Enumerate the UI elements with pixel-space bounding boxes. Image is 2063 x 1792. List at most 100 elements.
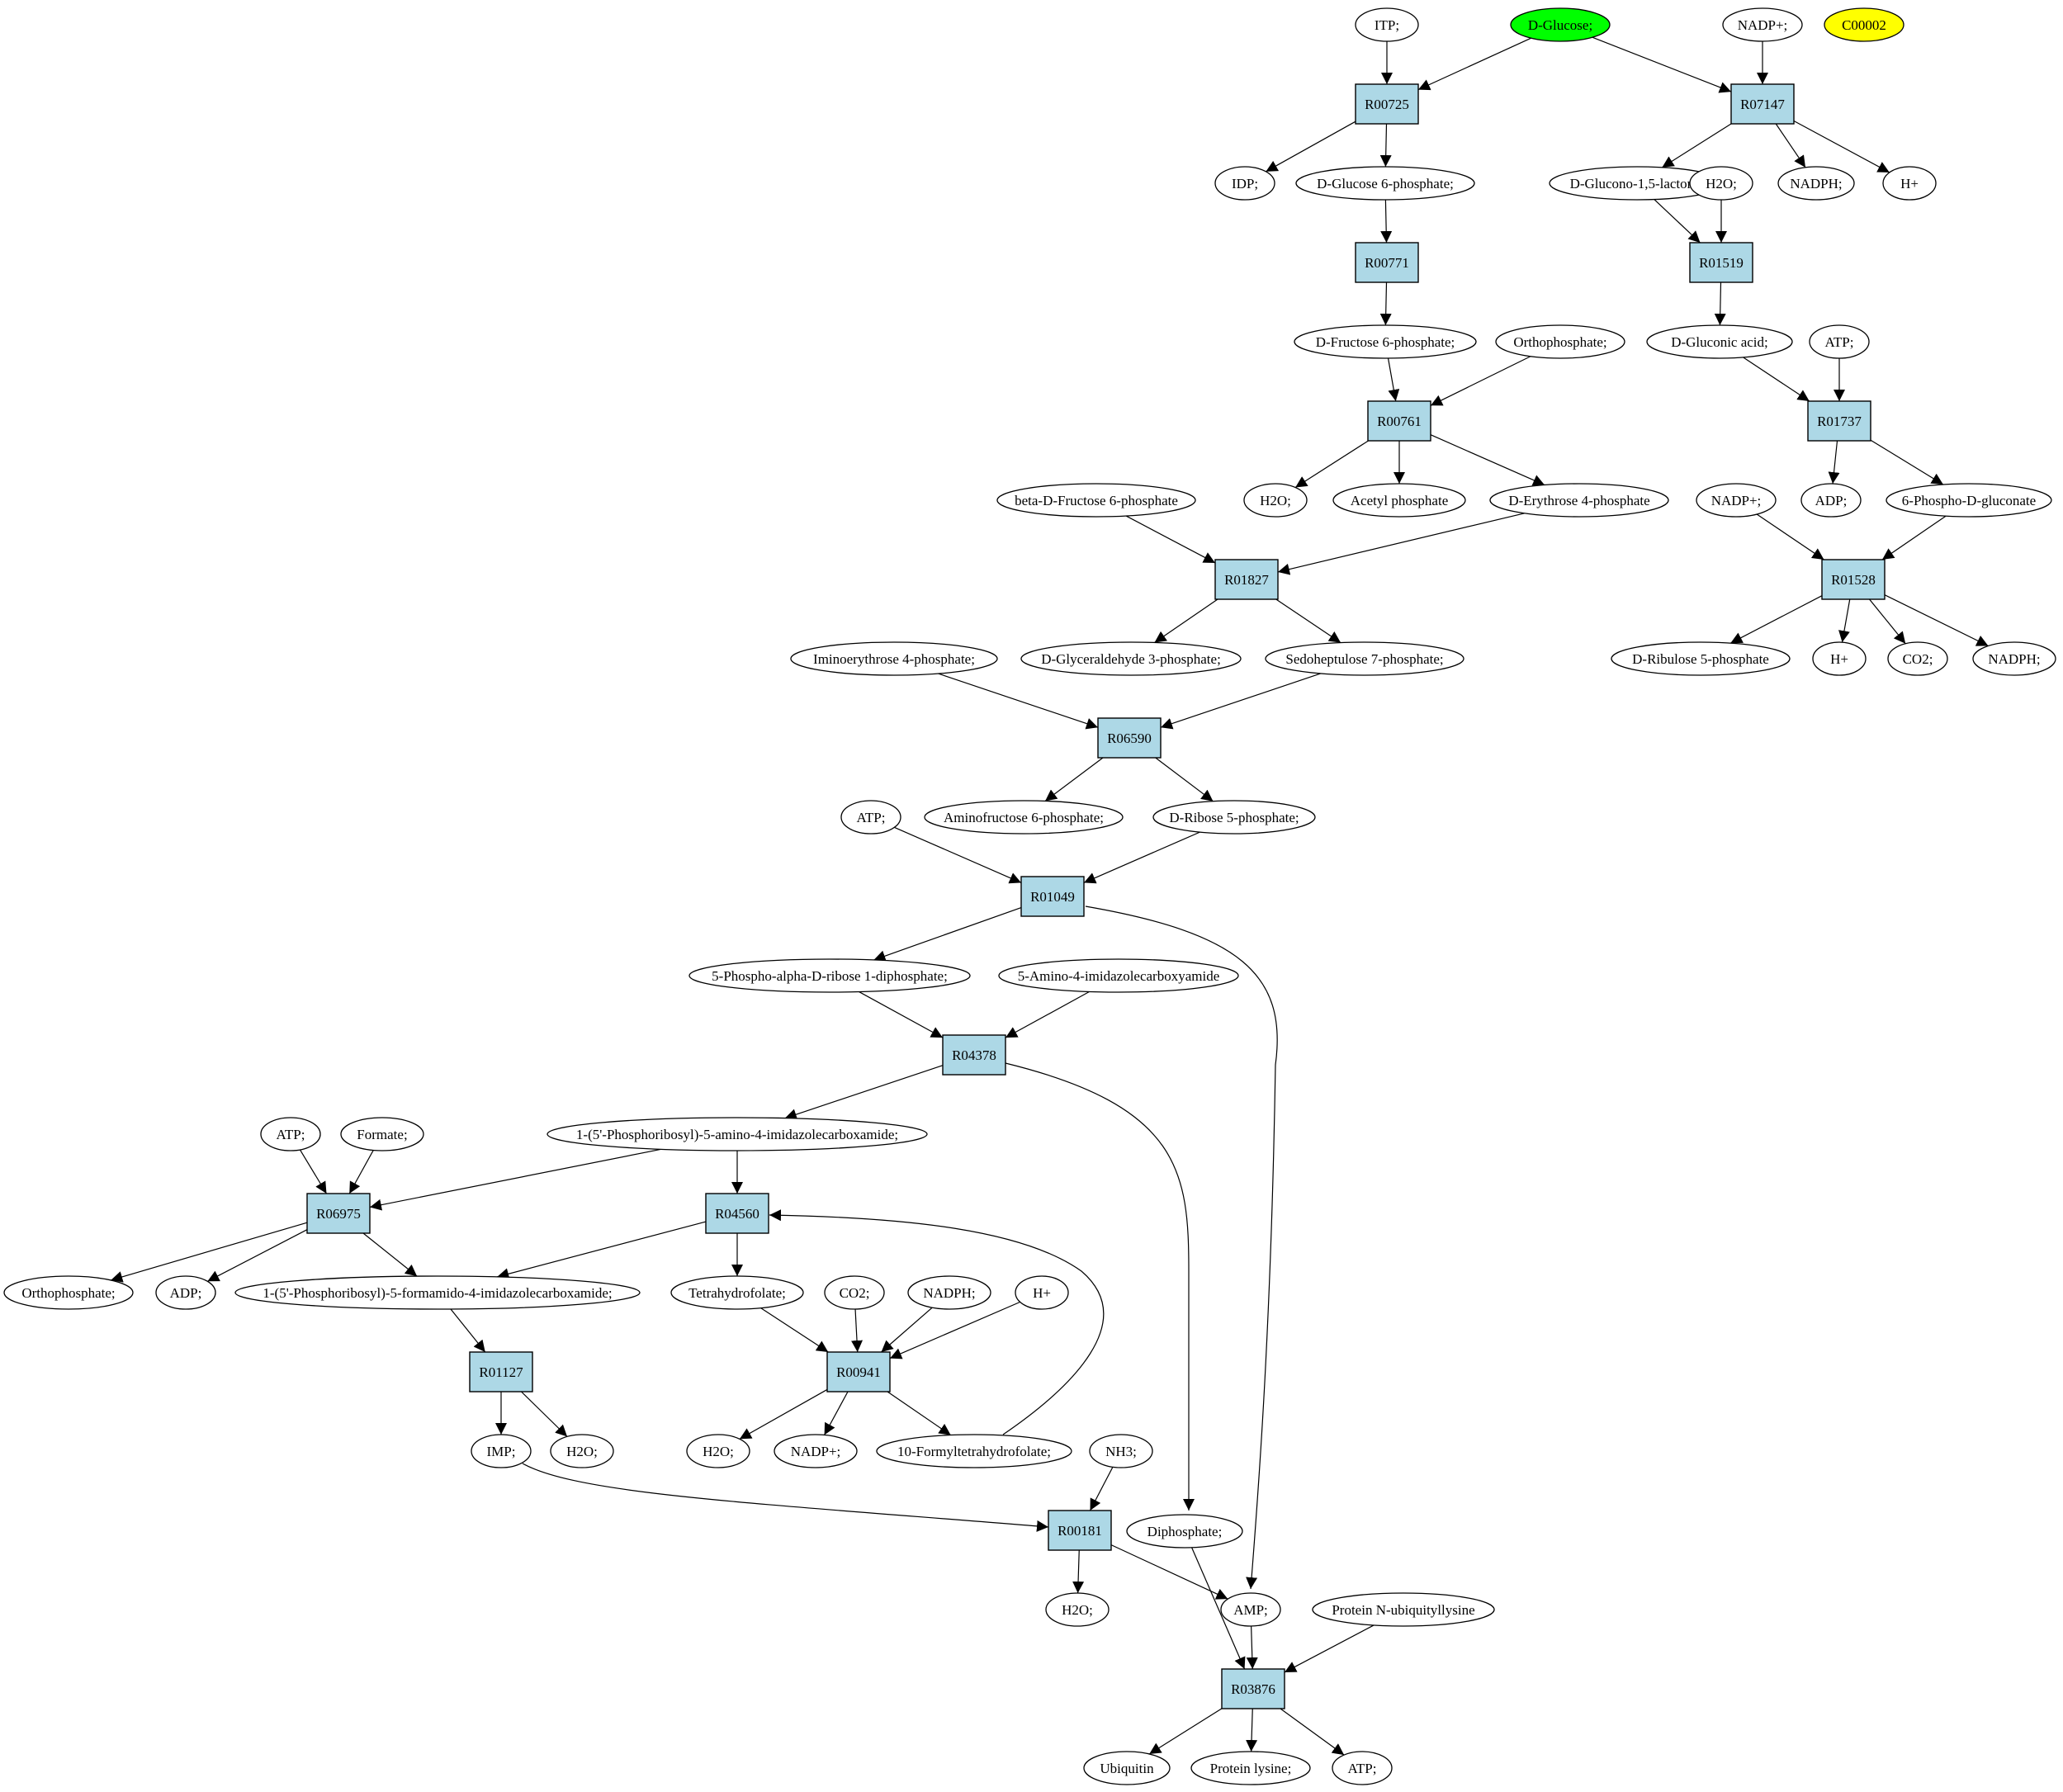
compound-label: Orthophosphate;	[21, 1285, 115, 1301]
compound-node-nadp-r941[interactable]: NADP+;	[774, 1434, 858, 1468]
compound-node-nadph-r1528[interactable]: NADPH;	[1972, 641, 2056, 676]
compound-node-faicar[interactable]: 1-(5'-Phosphoribosyl)-5-formamido-4-imid…	[234, 1275, 641, 1310]
compound-node-atp-bottom[interactable]: ATP;	[1332, 1751, 1393, 1785]
compound-node-formate[interactable]: Formate;	[340, 1117, 424, 1151]
reaction-label: R07147	[1740, 97, 1785, 112]
edge-R01528-nadph_r1528	[1884, 594, 1989, 647]
compound-node-formylthf[interactable]: 10-Formyltetrahydrofolate;	[876, 1434, 1072, 1468]
reaction-node-r06975[interactable]: R06975	[306, 1193, 371, 1234]
compound-node-aicar[interactable]: 1-(5'-Phosphoribosyl)-5-amino-4-imidazol…	[547, 1117, 928, 1151]
edge-amp-R03876	[1246, 1625, 1258, 1670]
compound-label: Iminoerythrose 4-phosphate;	[813, 651, 975, 667]
compound-node-acetylp[interactable]: Acetyl phosphate	[1332, 483, 1466, 518]
edge-R07147-h_top	[1793, 120, 1890, 173]
compound-node-itp[interactable]: ITP;	[1355, 7, 1419, 42]
compound-node-h2o-top[interactable]: H2O;	[1689, 166, 1753, 201]
edge-R06975-adp_low	[207, 1229, 308, 1282]
compound-node-h2o-r761[interactable]: H2O;	[1243, 483, 1308, 518]
compound-node-nadph-top[interactable]: NADPH;	[1777, 166, 1855, 201]
compound-node-co2-r941[interactable]: CO2;	[824, 1275, 885, 1310]
reaction-node-r01049[interactable]: R01049	[1020, 876, 1085, 917]
reaction-node-r04378[interactable]: R04378	[942, 1034, 1006, 1076]
compound-node-imp[interactable]: IMP;	[471, 1434, 532, 1468]
reaction-node-r01519[interactable]: R01519	[1689, 242, 1753, 283]
reaction-box	[826, 1351, 891, 1392]
compound-shape	[1646, 324, 1793, 359]
compound-label: NADP+;	[1711, 493, 1762, 508]
reaction-box	[1020, 876, 1085, 917]
reaction-node-r01827[interactable]: R01827	[1214, 559, 1279, 600]
reaction-node-r00181[interactable]: R00181	[1048, 1510, 1112, 1551]
reaction-node-r07147[interactable]: R07147	[1730, 83, 1795, 125]
compound-node-co2-r1528[interactable]: CO2;	[1887, 641, 1948, 676]
edge-R06590-aminof6p	[1044, 757, 1104, 801]
reaction-node-r01127[interactable]: R01127	[469, 1351, 533, 1392]
reaction-node-r00761[interactable]: R00761	[1367, 400, 1431, 442]
reaction-node-r06590[interactable]: R06590	[1097, 717, 1162, 759]
edge-pgluconate-R01528	[1881, 515, 1947, 560]
compound-node-nadp-top[interactable]: NADP+;	[1722, 7, 1803, 42]
compound-node-beta-f6p[interactable]: beta-D-Fructose 6-phosphate	[996, 483, 1196, 518]
compound-node-h-r1528[interactable]: H+	[1812, 641, 1867, 676]
edge-layer	[111, 36, 1989, 1756]
compound-node-aica[interactable]: 5-Amino-4-imidazolecarboxyamide	[998, 958, 1239, 993]
compound-node-h2o-r181[interactable]: H2O;	[1045, 1592, 1110, 1627]
edge-R01127-h2o_r1127	[521, 1391, 568, 1437]
compound-node-aminof6p[interactable]: Aminofructose 6-phosphate;	[924, 800, 1124, 835]
compound-node-amp[interactable]: AMP;	[1220, 1592, 1281, 1627]
compound-node-ubiquitin[interactable]: Ubiquitin	[1083, 1751, 1171, 1785]
reaction-box	[306, 1193, 371, 1234]
reaction-node-r00771[interactable]: R00771	[1355, 242, 1419, 283]
compound-node-g6p[interactable]: D-Glucose 6-phosphate;	[1295, 166, 1475, 201]
edge-h_r941-R00941	[889, 1301, 1020, 1359]
reaction-node-r04560[interactable]: R04560	[705, 1193, 769, 1234]
compound-node-lysine[interactable]: Protein lysine;	[1190, 1751, 1311, 1785]
compound-node-h2o-r1127[interactable]: H2O;	[550, 1434, 614, 1468]
reaction-label: R00181	[1058, 1523, 1102, 1539]
compound-shape	[1812, 641, 1867, 676]
compound-node-c00002[interactable]: C00002	[1824, 7, 1904, 42]
compound-node-nadp-r1528[interactable]: NADP+;	[1696, 483, 1777, 518]
compound-node-s7p[interactable]: Sedoheptulose 7-phosphate;	[1265, 641, 1464, 676]
compound-node-f6p[interactable]: D-Fructose 6-phosphate;	[1294, 324, 1477, 359]
compound-node-atp-r1049[interactable]: ATP;	[840, 800, 901, 835]
compound-shape	[155, 1275, 216, 1310]
compound-node-glucose[interactable]: D-Glucose;	[1510, 7, 1611, 42]
reaction-box	[1730, 83, 1795, 125]
compound-node-r5p[interactable]: D-Ribose 5-phosphate;	[1152, 800, 1316, 835]
edge-imp-R00181	[522, 1463, 1049, 1532]
compound-node-ru5p[interactable]: D-Ribulose 5-phosphate	[1611, 641, 1791, 676]
compound-node-ubiqlys[interactable]: Protein N-ubiquityllysine	[1312, 1592, 1495, 1627]
compound-label: ITP;	[1375, 17, 1399, 33]
compound-node-glucono[interactable]: D-Glucono-1,5-lactone;	[1549, 166, 1725, 201]
compound-shape	[688, 958, 971, 993]
compound-node-nadph-r941[interactable]: NADPH;	[907, 1275, 991, 1310]
compound-shape	[1824, 7, 1904, 42]
compound-node-atp-r6975[interactable]: ATP;	[260, 1117, 321, 1151]
compound-node-orthophosphate-top[interactable]: Orthophosphate;	[1495, 324, 1625, 359]
compound-node-h2o-r941[interactable]: H2O;	[686, 1434, 750, 1468]
compound-node-h-top[interactable]: H+	[1882, 166, 1937, 201]
compound-node-diphosphate[interactable]: Diphosphate;	[1126, 1514, 1243, 1548]
compound-node-adp-r1737[interactable]: ADP;	[1800, 483, 1862, 518]
compound-node-iminoe4p[interactable]: Iminoerythrose 4-phosphate;	[790, 641, 998, 676]
reaction-node-r01528[interactable]: R01528	[1821, 559, 1886, 600]
compound-label: ATP;	[857, 810, 886, 825]
compound-node-idp[interactable]: IDP;	[1214, 166, 1275, 201]
compound-shape	[3, 1275, 134, 1310]
compound-node-nh3[interactable]: NH3;	[1089, 1434, 1153, 1468]
compound-node-orthophosphate-low[interactable]: Orthophosphate;	[3, 1275, 134, 1310]
compound-node-gap[interactable]: D-Glyceraldehyde 3-phosphate;	[1020, 641, 1242, 676]
reaction-node-r03876[interactable]: R03876	[1221, 1668, 1285, 1709]
compound-node-h-r941[interactable]: H+	[1015, 1275, 1069, 1310]
compound-node-pgluconate[interactable]: 6-Phospho-D-gluconate	[1886, 483, 2052, 518]
compound-node-gluconic[interactable]: D-Gluconic acid;	[1646, 324, 1793, 359]
reaction-node-r00725[interactable]: R00725	[1355, 83, 1419, 125]
reaction-node-r01737[interactable]: R01737	[1807, 400, 1871, 442]
reaction-node-r00941[interactable]: R00941	[826, 1351, 891, 1392]
compound-node-thf[interactable]: Tetrahydrofolate;	[670, 1275, 804, 1310]
compound-node-atp-top[interactable]: ATP;	[1809, 324, 1870, 359]
compound-node-prpp[interactable]: 5-Phospho-alpha-D-ribose 1-diphosphate;	[688, 958, 971, 993]
compound-node-adp-low[interactable]: ADP;	[155, 1275, 216, 1310]
compound-node-e4p[interactable]: D-Erythrose 4-phosphate	[1489, 483, 1669, 518]
